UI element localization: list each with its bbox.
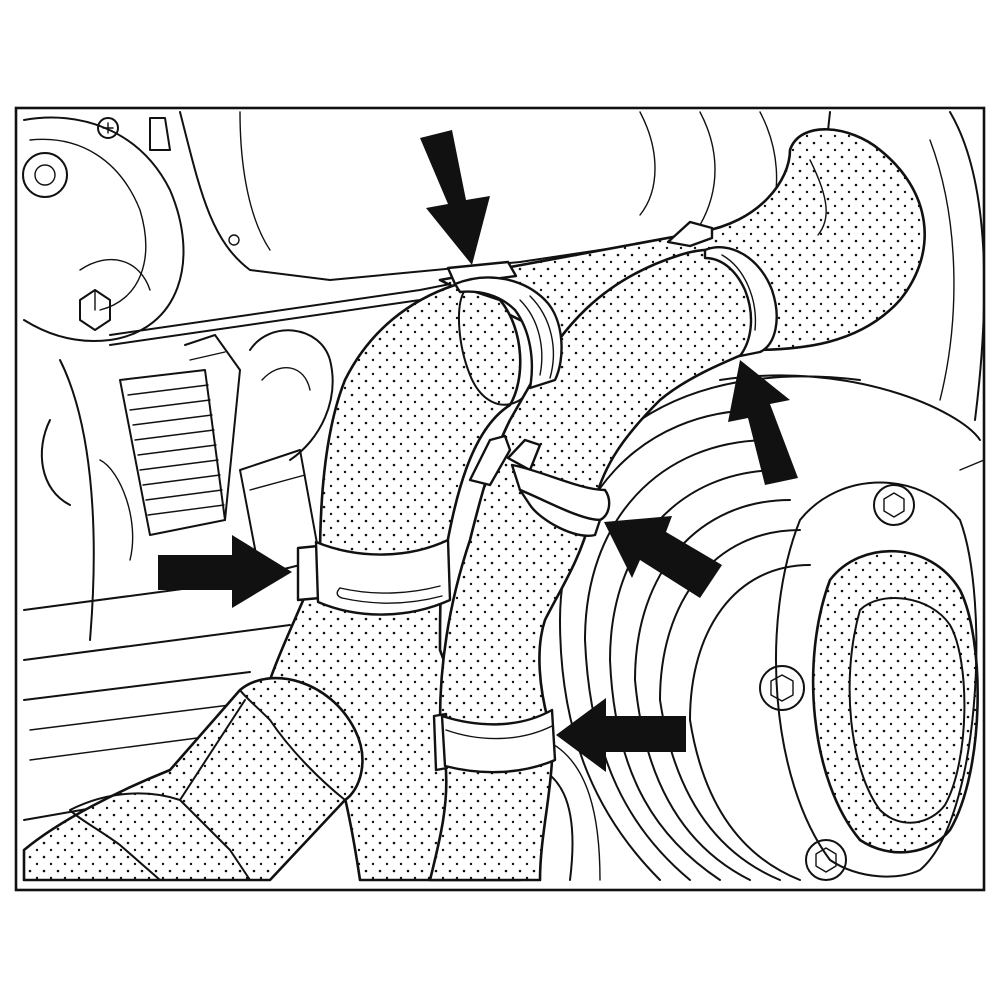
pulley-bolt-top: [873, 484, 915, 526]
lower-left-hose-clamp: [296, 538, 452, 616]
middle-right-hose-clamp: [506, 438, 611, 537]
right-hose-end-clamp: [703, 246, 778, 358]
arrow-right-to-lower-left-clamp: [158, 535, 292, 608]
engine-background: [22, 111, 984, 881]
pulley-bolt-middle: [759, 665, 805, 711]
upper-right-clip: [666, 220, 714, 248]
arrow-left-to-bottom-clamp: [556, 698, 686, 772]
upper-hose-clamp: [446, 260, 563, 390]
arrow-up-to-right-hose-end: [728, 360, 798, 485]
middle-small-clip: [468, 434, 512, 487]
bottom-hose-clamp: [432, 708, 557, 774]
arrow-to-middle-right-clamp: [604, 516, 722, 598]
diagram-frame: [14, 106, 986, 892]
pulley-bolt-bottom: [805, 839, 847, 881]
arrow-down-to-upper-clamp: [420, 130, 490, 265]
